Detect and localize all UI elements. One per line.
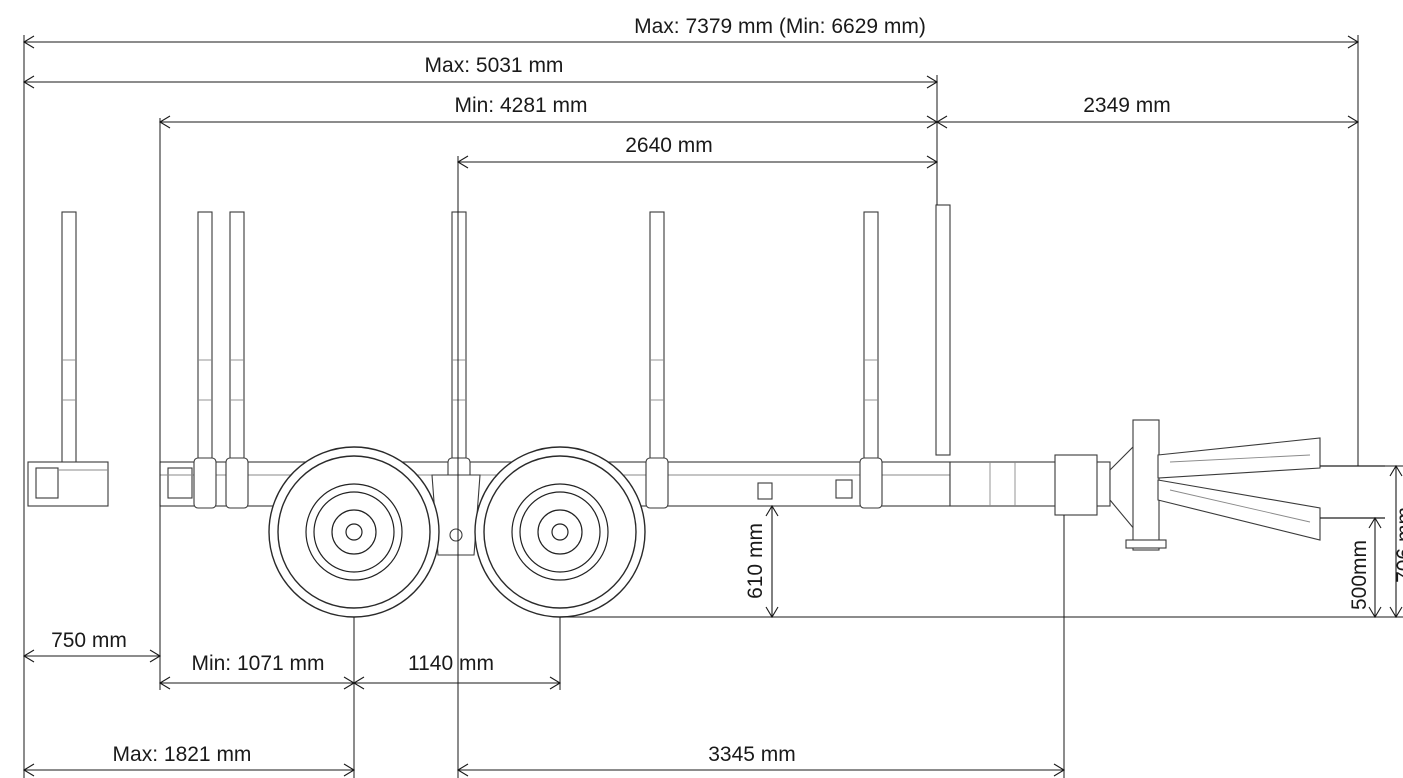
rear-wheel (268, 446, 440, 618)
bogie-to-hitch-label: 3345 mm (708, 743, 796, 766)
axle-spacing-label: 1140 mm (408, 652, 494, 675)
trailer-body (27, 204, 1385, 618)
min-body-length-label: Min: 4281 mm (454, 94, 587, 117)
drawbar (949, 419, 1385, 551)
dimension-labels: Max: 7379 mm (Min: 6629 mm) Max: 5031 mm… (51, 15, 1403, 766)
stakes (61, 204, 951, 471)
dimension-lines (22, 35, 1403, 777)
rear-extension-block (27, 461, 109, 507)
hitch-height-cut-label: 706 mm (1393, 507, 1403, 583)
min-rear-to-axle-label: Min: 1071 mm (191, 652, 324, 675)
drawbar-length-label: 2349 mm (1083, 94, 1171, 117)
max-body-length-label: Max: 5031 mm (425, 54, 564, 77)
bogie (431, 474, 481, 556)
frame-height-label: 610 mm (744, 523, 767, 599)
extension-lines (23, 35, 1403, 778)
extension-label: 750 mm (51, 629, 127, 652)
max-rear-to-axle-label: Max: 1821 mm (113, 743, 252, 766)
front-wheel (474, 446, 646, 618)
overall-length-label: Max: 7379 mm (Min: 6629 mm) (634, 15, 926, 38)
bunk-span-label: 2640 mm (625, 134, 713, 157)
hitch-height-label: 500mm (1348, 540, 1371, 610)
